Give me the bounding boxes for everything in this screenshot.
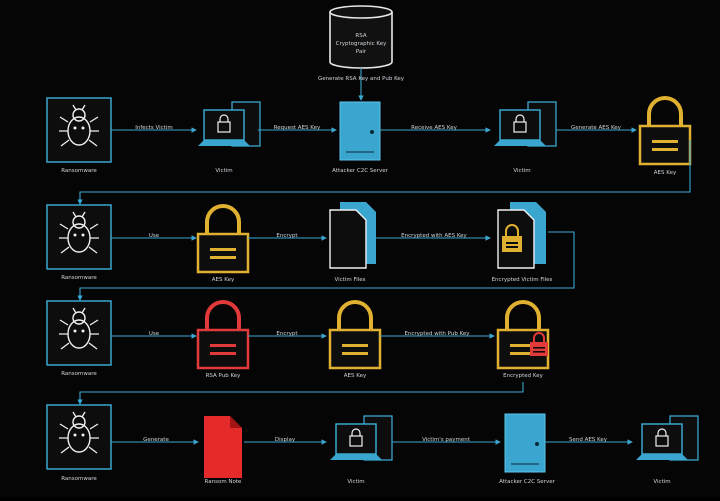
aes-key-lock-1 [638, 96, 692, 166]
label-victim-1: Victim [215, 168, 232, 174]
label-ransomware-3: Ransomware [61, 371, 97, 377]
edge-label-use-1: Use [149, 233, 160, 239]
attacker-server-1 [339, 101, 381, 161]
label-ransomware-4: Ransomware [61, 476, 97, 482]
edge-label-send-aes: Send AES Key [569, 437, 608, 443]
label-ransomware-2: Ransomware [61, 275, 97, 281]
victim-computer-1 [198, 101, 261, 147]
label-encrypted-victim-files: Encrypted Victim Files [492, 277, 553, 283]
label-aes-key-2: AES Key [212, 277, 235, 283]
edge-label-receive-aes: Receive AES Key [411, 125, 457, 131]
label-victim-4: Victim [653, 479, 670, 485]
db-label-line-3: Pair [356, 49, 367, 55]
label-encrypted-key: Encrypted Key [503, 373, 543, 379]
label-ransomware-1: Ransomware [61, 168, 97, 174]
edge-label-use-2: Use [149, 331, 160, 337]
victim-computer-4 [636, 415, 699, 461]
label-victim-files: Victim Files [334, 277, 365, 283]
encrypted-key-lock [496, 300, 550, 370]
edge-row3-to-row4 [77, 382, 524, 405]
ransomware-node-3 [46, 300, 112, 366]
aes-key-lock-3 [328, 300, 382, 370]
encrypted-files-document-icon [497, 202, 546, 269]
label-victim-2: Victim [513, 168, 530, 174]
lock-icon [513, 114, 527, 133]
aes-key-lock-2 [196, 204, 250, 274]
edge-label-encrypted-with-aes: Encrypted with AES Key [401, 233, 467, 239]
label-victim-3: Victim [347, 479, 364, 485]
edge-label-generate: Generate [143, 437, 169, 443]
bug-icon [59, 307, 99, 350]
ransomware-node-4 [46, 404, 112, 470]
label-attacker-server-1: Attacker C2C Server [332, 168, 388, 174]
edge-label-generate-rsa: Generate RSA Key and Pub Key [318, 76, 405, 82]
label-aes-key-1: AES Key [654, 170, 677, 176]
label-attacker-server-2: Attacker C2C Server [499, 479, 555, 485]
db-label-line-2: Cryptographic Key [336, 41, 387, 47]
ransom-note-document-icon [204, 416, 242, 478]
victim-files-document-icon [329, 202, 376, 269]
label-ransom-note: Ransom Note [205, 479, 243, 485]
bug-icon [59, 104, 99, 147]
edge-label-infects-victim: Infects Victim [135, 125, 172, 131]
attacker-server-2 [504, 413, 546, 473]
ransomware-node-2 [46, 204, 112, 270]
edge-row2-to-row3 [77, 231, 575, 301]
label-rsa-pub-key: RSA Pub Key [206, 373, 242, 379]
edge-label-encrypt-1: Encrypt [276, 233, 298, 239]
victim-computer-2 [494, 101, 557, 147]
edge-label-request-aes: Request AES Key [274, 125, 321, 131]
lock-icon [655, 428, 669, 447]
lock-icon [349, 428, 363, 447]
victim-computer-3 [330, 415, 393, 461]
lock-icon [217, 114, 231, 133]
db-label-line-1: RSA [355, 33, 366, 39]
edge-label-encrypt-2: Encrypt [276, 331, 298, 337]
rsa-pub-key-lock [196, 300, 250, 370]
edge-row1-to-row2 [77, 140, 691, 205]
edge-label-encrypted-with-pub-key: Encrypted with Pub Key [404, 331, 470, 337]
rsa-key-pair-database: RSA Cryptographic Key Pair [329, 5, 393, 69]
label-aes-key-3: AES Key [344, 373, 367, 379]
edge-label-generate-aes: Generate AES Key [571, 125, 622, 131]
bug-icon [59, 211, 99, 254]
ransomware-node-1 [46, 97, 112, 163]
lock-icon [502, 224, 522, 252]
edge-label-victims-payment: Victim's payment [422, 437, 471, 443]
small-red-lock-icon [530, 332, 548, 356]
edge-label-display: Display [275, 437, 296, 443]
bug-icon [59, 411, 99, 454]
